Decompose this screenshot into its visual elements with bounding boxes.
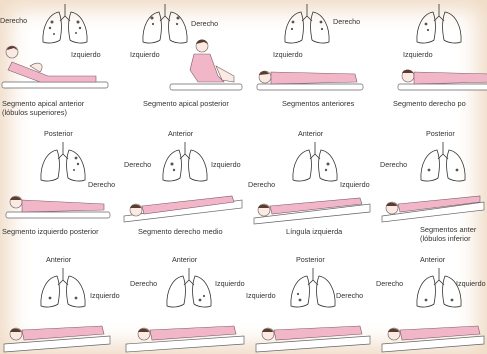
patient-figure-side [2, 316, 114, 352]
label-lobe: Anterior [46, 256, 71, 263]
patient-figure-head-down [380, 186, 487, 224]
patient-figure-side [254, 316, 374, 352]
label-derecho: Derecho [380, 161, 407, 168]
label-izquierdo: Izquierdo [211, 161, 241, 168]
label-lobe: Anterior [420, 256, 445, 263]
patient-figure-supine [255, 60, 367, 94]
label-lobe: Anterior [298, 130, 323, 137]
label-derecho: Derecho [336, 292, 363, 299]
label-derecho: Derecho [333, 18, 360, 25]
label-izquierdo: Izquierdo [90, 292, 120, 299]
caption: Língula izquierda [286, 228, 342, 237]
patient-figure-side [380, 316, 486, 352]
lungs-icon [280, 2, 336, 48]
label-lobe: Posterior [44, 130, 73, 137]
label-derecho: Derecho [130, 280, 157, 287]
patient-figure-head-down [252, 190, 374, 226]
patient-figure-prone [4, 188, 114, 222]
caption: Segmento derecho po [393, 100, 466, 109]
label-izquierdo: Izquierdo [246, 292, 276, 299]
caption: Segmento apical anterior (lóbulos superi… [2, 100, 84, 117]
lungs-icon [158, 140, 214, 186]
lungs-icon [416, 140, 472, 186]
label-lobe: Posterior [426, 130, 455, 137]
lungs-icon [36, 140, 92, 186]
label-lobe: Anterior [172, 256, 197, 263]
label-derecho: Derecho [376, 280, 403, 287]
patient-figure-seated-leaning [168, 36, 248, 94]
label-izquierdo: Izquierdo [340, 181, 370, 188]
lungs-icon [288, 140, 344, 186]
label-izquierdo: Izquierdo [456, 280, 486, 287]
label-derecho: Derecho [191, 20, 218, 27]
caption: Segmentos anteriores [282, 100, 354, 109]
caption: Segmento izquierdo posterior [2, 228, 99, 237]
patient-figure-head-down [122, 186, 248, 224]
label-lobe: Posterior [296, 256, 325, 263]
label-lobe: Anterior [168, 130, 193, 137]
lungs-icon [286, 266, 342, 312]
lungs-icon [412, 2, 468, 48]
lungs-icon [36, 266, 92, 312]
caption: Segmentos anter (lóbulos inferior [420, 226, 476, 243]
label-izquierdo: Izquierdo [403, 51, 433, 58]
label-izquierdo: Izquierdo [215, 280, 245, 287]
label-derecho: Derecho [124, 161, 151, 168]
patient-figure-prone-rotated [396, 60, 487, 94]
caption: Segmento apical posterior [143, 100, 229, 109]
lungs-icon [162, 266, 218, 312]
label-izquierdo: Izquierdo [130, 51, 160, 58]
patient-figure-reclined [0, 42, 112, 92]
label-izquierdo: Izquierdo [273, 51, 303, 58]
caption: Segmento derecho medio [138, 228, 223, 237]
label-derecho: Derecho [0, 17, 27, 24]
lungs-icon [412, 266, 468, 312]
patient-figure-side [124, 316, 248, 352]
label-derecho: Derecho [248, 181, 275, 188]
